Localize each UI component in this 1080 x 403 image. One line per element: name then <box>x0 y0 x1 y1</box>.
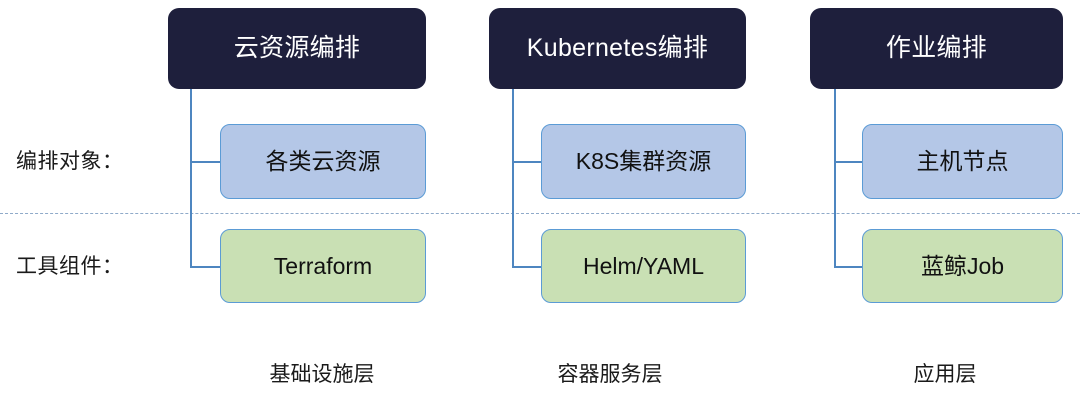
connector-branch-tool-column-3 <box>834 266 862 268</box>
caption-column-1: 基础设施层 <box>269 363 375 386</box>
connector-trunk-column-2 <box>512 89 514 267</box>
header-box-column-2[interactable]: Kubernetes编排 <box>489 8 746 89</box>
tool-box-column-1[interactable]: Terraform <box>220 229 426 303</box>
connector-branch-tool-column-1 <box>190 266 220 268</box>
connector-branch-object-column-1 <box>190 161 220 163</box>
connector-branch-tool-column-2 <box>512 266 541 268</box>
connector-trunk-column-1 <box>190 89 192 267</box>
object-box-column-2[interactable]: K8S集群资源 <box>541 124 746 199</box>
connector-branch-object-column-3 <box>834 161 862 163</box>
caption-column-3: 应用层 <box>913 363 977 386</box>
connector-branch-object-column-2 <box>512 161 541 163</box>
row-label-tool-component: 工具组件： <box>16 255 124 278</box>
caption-column-2: 容器服务层 <box>557 363 663 386</box>
header-box-column-1[interactable]: 云资源编排 <box>168 8 426 89</box>
header-box-column-3[interactable]: 作业编排 <box>810 8 1063 89</box>
connector-trunk-column-3 <box>834 89 836 267</box>
tool-box-column-3[interactable]: 蓝鲸Job <box>862 229 1063 303</box>
row-label-orchestration-target: 编排对象： <box>16 150 124 173</box>
object-box-column-3[interactable]: 主机节点 <box>862 124 1063 199</box>
layer-divider <box>0 213 1080 214</box>
object-box-column-1[interactable]: 各类云资源 <box>220 124 426 199</box>
tool-box-column-2[interactable]: Helm/YAML <box>541 229 746 303</box>
